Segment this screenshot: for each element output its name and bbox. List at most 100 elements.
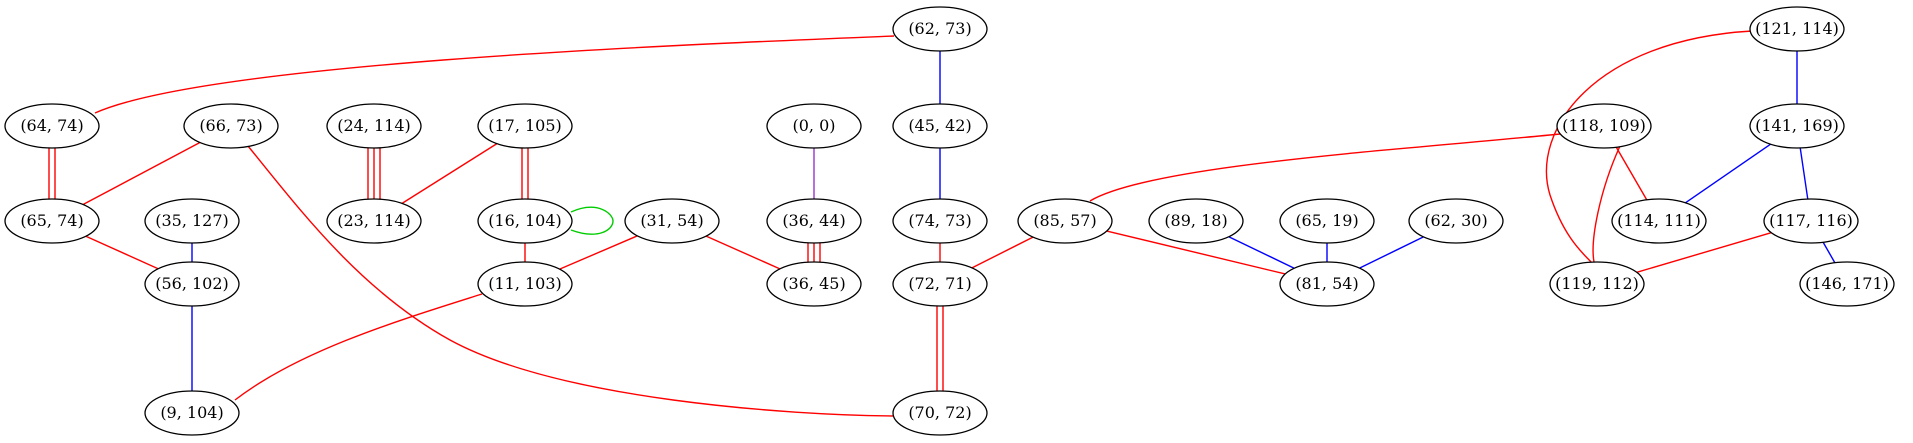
node-label: (66, 73): [199, 116, 262, 135]
edge-line: [94, 35, 895, 114]
node-ellipse: [4, 198, 100, 244]
node-label: (85, 57): [1033, 211, 1096, 230]
node-n8557: (85, 57): [1017, 198, 1113, 244]
node-ellipse: [1749, 103, 1845, 149]
edge-line: [247, 145, 894, 417]
edge-n118109-n119112: [1592, 145, 1621, 263]
edge-n6574-n56102: [85, 235, 159, 270]
edge-n118109-n114111: [1615, 146, 1648, 201]
node-n7072: (70, 72): [892, 390, 988, 436]
node-label: (56, 102): [155, 274, 229, 293]
node-n117116: (117, 116): [1763, 198, 1859, 244]
node-ellipse: [1148, 198, 1244, 244]
node-label: (118, 109): [1562, 116, 1646, 135]
node-n23114: (23, 114): [326, 198, 422, 244]
edge-line: [1685, 143, 1771, 204]
node-n35127: (35, 127): [144, 198, 240, 244]
node-n119112: (119, 112): [1549, 261, 1645, 307]
edge-line: [234, 293, 483, 401]
node-ellipse: [144, 390, 240, 436]
node-n3154: (31, 54): [624, 198, 720, 244]
edge-line: [82, 141, 201, 206]
edge-n3154-n3645: [705, 235, 781, 270]
node-n7271: (72, 71): [892, 261, 988, 307]
edge-n6673-n7072: [247, 145, 894, 417]
edge-line: [85, 235, 159, 270]
edge-n16104-n16104: [570, 206, 614, 235]
node-ellipse: [1611, 198, 1707, 244]
node-ellipse: [1749, 6, 1845, 52]
node-n17105: (17, 105): [477, 103, 573, 149]
node-n118109: (118, 109): [1556, 103, 1652, 149]
edge-line: [1822, 241, 1836, 264]
node-label: (146, 171): [1805, 274, 1889, 293]
edge-line: [1636, 232, 1772, 273]
node-ellipse: [766, 261, 862, 307]
node-label: (62, 73): [908, 19, 971, 38]
edge-n6474-n6574: [48, 148, 56, 199]
node-ellipse: [892, 103, 988, 149]
node-n6574: (65, 74): [4, 198, 100, 244]
edge-n6230-n8154: [1359, 236, 1424, 269]
node-ellipse: [892, 261, 988, 307]
node-label: (16, 104): [488, 211, 562, 230]
edge-line: [1106, 230, 1286, 275]
edge-line: [401, 143, 498, 204]
node-ellipse: [326, 198, 422, 244]
edge-line: [971, 236, 1034, 269]
node-label: (119, 112): [1555, 274, 1639, 293]
edge-n7271-n7072: [936, 306, 944, 391]
edge-line: [570, 206, 614, 235]
node-n8154: (81, 54): [1279, 261, 1375, 307]
node-ellipse: [477, 103, 573, 149]
node-label: (72, 71): [908, 274, 971, 293]
edge-line: [1089, 133, 1561, 202]
edge-n141169-n117116: [1799, 147, 1809, 200]
edge-n117116-n146171: [1822, 241, 1836, 264]
node-ellipse: [144, 198, 240, 244]
edge-n3154-n11103: [559, 235, 638, 270]
node-ellipse: [477, 198, 573, 244]
node-label: (9, 104): [160, 403, 223, 422]
edge-n8557-n8154: [1106, 230, 1286, 275]
node-ellipse: [892, 390, 988, 436]
node-label: (114, 111): [1617, 211, 1701, 230]
node-label: (24, 114): [337, 116, 411, 135]
node-label: (35, 127): [155, 211, 229, 230]
node-n11103: (11, 103): [477, 261, 573, 307]
node-n6519: (65, 19): [1279, 198, 1375, 244]
node-label: (141, 169): [1755, 116, 1839, 135]
node-ellipse: [4, 103, 100, 149]
node-layer: (62, 73) (121, 114) (64, 74) (66, 73) (24, 1…: [4, 6, 1895, 436]
node-ellipse: [1799, 261, 1895, 307]
node-n3645: (36, 45): [766, 261, 862, 307]
edge-n8918-n8154: [1228, 236, 1295, 269]
node-label: (62, 30): [1424, 211, 1487, 230]
node-n6474: (64, 74): [4, 103, 100, 149]
node-label: (89, 18): [1164, 211, 1227, 230]
edge-n6673-n6574: [82, 141, 201, 206]
node-label: (45, 42): [908, 116, 971, 135]
node-label: (74, 73): [908, 211, 971, 230]
node-n121114: (121, 114): [1749, 6, 1845, 52]
node-ellipse: [766, 198, 862, 244]
edge-n121114-n119112: [1545, 30, 1753, 264]
node-label: (36, 44): [782, 211, 845, 230]
node-n141169: (141, 169): [1749, 103, 1845, 149]
edge-layer: [48, 30, 1836, 417]
node-label: (65, 74): [20, 211, 83, 230]
node-n6673: (66, 73): [183, 103, 279, 149]
edge-n117116-n119112: [1636, 232, 1772, 273]
edge-line: [1592, 145, 1621, 263]
node-ellipse: [326, 103, 422, 149]
edge-line: [1228, 236, 1295, 269]
edge-line: [705, 235, 781, 270]
edge-line: [559, 235, 638, 270]
edge-n118109-n8557: [1089, 133, 1561, 202]
node-n7473: (74, 73): [892, 198, 988, 244]
node-ellipse: [624, 198, 720, 244]
node-n24114: (24, 114): [326, 103, 422, 149]
edge-n8557-n7271: [971, 236, 1034, 269]
node-n8918: (89, 18): [1148, 198, 1244, 244]
node-ellipse: [477, 261, 573, 307]
